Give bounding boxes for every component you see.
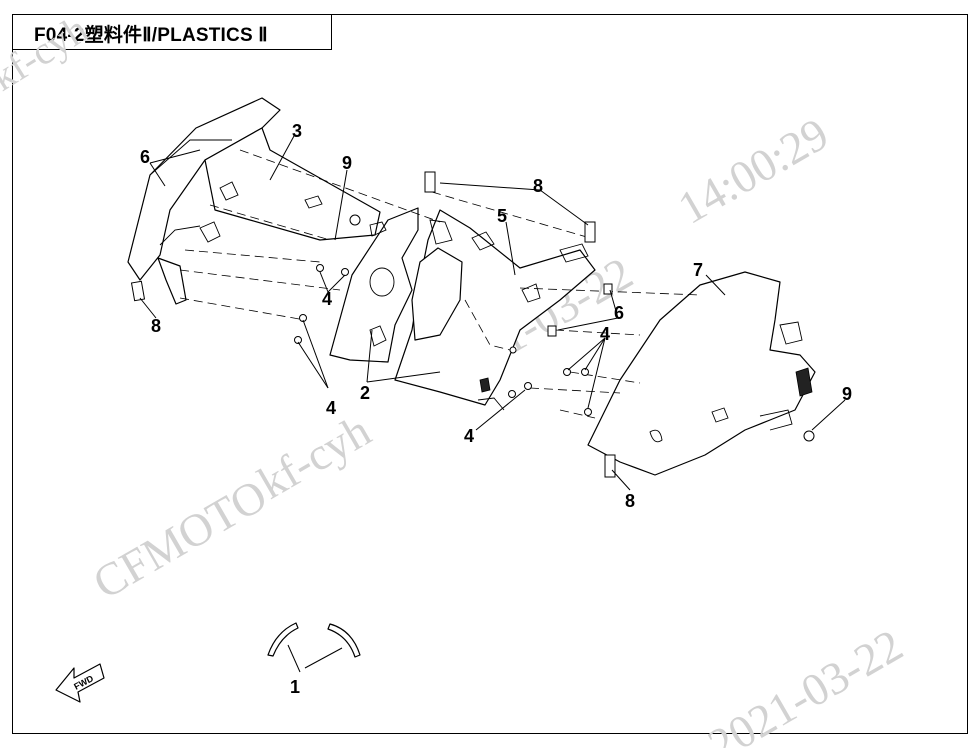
watermark-user-top: kf-cyh — [0, 6, 95, 99]
callout-4a: 4 — [322, 289, 332, 309]
watermark-brand: CFMOTO — [85, 469, 276, 609]
hardware — [130, 171, 815, 478]
callout-9b: 9 — [842, 384, 852, 404]
callout-1: 1 — [290, 677, 300, 697]
callout-4c: 4 — [464, 426, 474, 446]
callout-5: 5 — [497, 206, 507, 226]
callout-3: 3 — [292, 121, 302, 141]
alignment-lines — [179, 149, 701, 419]
callout-8a: 8 — [533, 176, 543, 196]
part-7-right-cover — [587, 271, 816, 476]
watermark-user-mid: kf-cyh — [250, 404, 379, 508]
drawing-frame — [12, 14, 968, 734]
part-5-inner-panel — [394, 209, 596, 411]
callout-8b: 8 — [151, 316, 161, 336]
leader-lines — [139, 135, 846, 673]
callout-9a: 9 — [342, 153, 352, 173]
part-1-trim-pieces — [267, 622, 361, 658]
part-3-left-cover — [127, 97, 381, 305]
title-box — [12, 14, 332, 50]
part-2-center-panel — [329, 207, 419, 363]
callout-6a: 6 — [140, 147, 150, 167]
callout-6b: 6 — [614, 303, 624, 323]
page-title: F04-2塑料件Ⅱ/PLASTICS Ⅱ — [34, 25, 268, 46]
fwd-arrow-icon: FWD — [55, 663, 105, 703]
callout-4b: 4 — [326, 398, 336, 418]
callout-2: 2 — [360, 383, 370, 403]
watermark-date-bottom: 2021-03-22 — [700, 619, 911, 748]
callout-4d: 4 — [600, 324, 610, 344]
callout-8c: 8 — [625, 491, 635, 511]
callout-7: 7 — [693, 260, 703, 280]
watermark-time: 14:00:29 — [670, 108, 837, 234]
callout-numbers: 1 2 3 4 4 4 4 5 6 6 7 8 8 8 9 9 — [140, 121, 852, 697]
